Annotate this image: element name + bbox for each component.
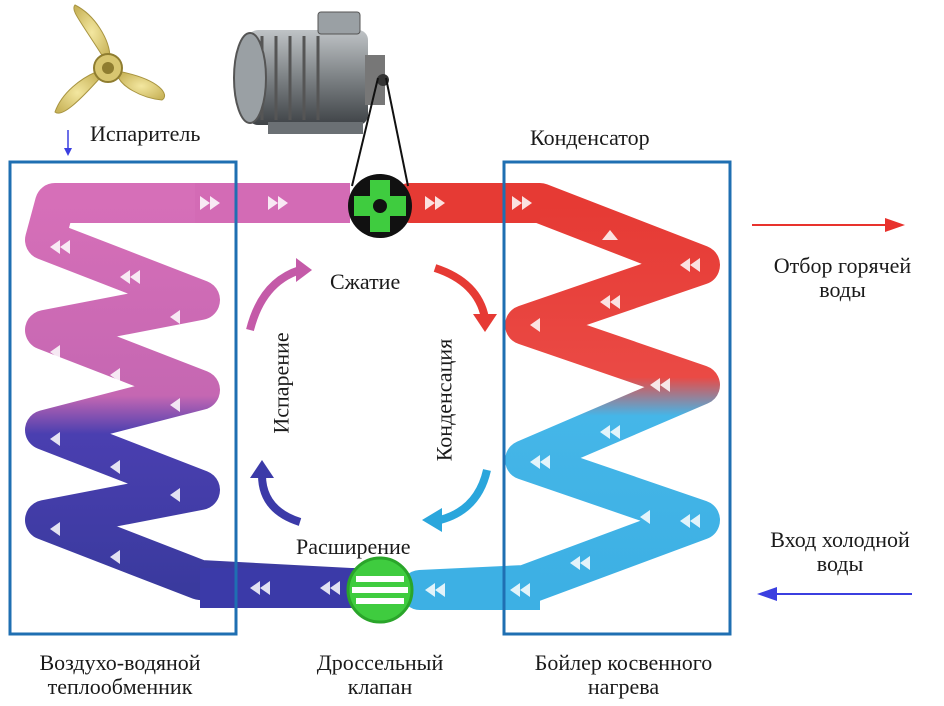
fan-icon	[54, 4, 166, 114]
compressor-icon	[348, 174, 412, 238]
throttle-valve-label-line2: клапан	[347, 674, 413, 699]
valve-icon	[346, 556, 414, 624]
air-water-hx-label-line2: теплообменник	[47, 674, 193, 699]
condensation-label: Конденсация	[431, 338, 457, 462]
cycle-arrows	[246, 258, 497, 532]
hot-water-arrow	[752, 218, 905, 232]
boiler-frame	[502, 160, 732, 636]
cold-water-arrow	[757, 587, 912, 601]
evaporation-label: Испарение	[268, 332, 294, 434]
boiler-label-line2: нагрева	[587, 674, 660, 699]
evaporator-frame	[8, 160, 238, 636]
expansion-label: Расширение	[296, 534, 411, 559]
throttle-valve-label-line1: Дроссельный	[316, 650, 444, 675]
hot-water-label-line1: Отбор горячей	[773, 253, 912, 278]
boiler-label-line1: Бойлер косвенного	[534, 650, 713, 675]
drive-belt	[351, 77, 409, 187]
compression-label: Сжатие	[330, 269, 401, 294]
cold-water-label-line2: воды	[816, 551, 864, 576]
condenser-label: Конденсатор	[530, 125, 650, 150]
evaporator-coil	[25, 183, 370, 608]
flow-markers	[50, 196, 700, 597]
air-water-hx-label-line1: Воздухо-водяной	[39, 650, 201, 675]
motor-icon	[233, 11, 389, 134]
evaporator-label: Испаритель	[90, 121, 201, 146]
cold-water-label-line1: Вход холодной	[770, 527, 910, 552]
hot-water-label-line2: воды	[819, 277, 866, 302]
